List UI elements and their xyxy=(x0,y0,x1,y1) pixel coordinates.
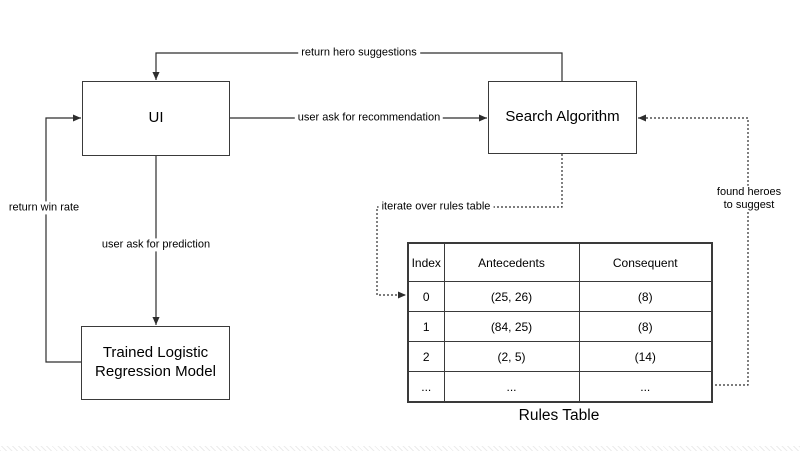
rules-table: Index Antecedents Consequent 0 (25, 26) … xyxy=(407,242,713,403)
canvas-edge-hatch xyxy=(0,446,800,451)
edge-return-win-rate xyxy=(45,114,81,363)
trained-model-node: Trained Logistic Regression Model xyxy=(81,326,230,400)
cell-index: 0 xyxy=(407,281,445,312)
table-row: 0 (25, 26) (8) xyxy=(407,281,713,312)
ui-node-label: UI xyxy=(148,109,164,127)
edge-label-iterate-rules-table: iterate over rules table xyxy=(378,200,494,214)
trained-model-node-label: Trained Logistic Regression Model xyxy=(95,344,216,380)
edge-iterate-rules-table xyxy=(376,154,563,299)
cell-antecedents: (84, 25) xyxy=(443,311,580,342)
cell-antecedents: (25, 26) xyxy=(443,281,580,312)
edge-label-return-win-rate: return win rate xyxy=(5,201,83,215)
rules-table-caption: Rules Table xyxy=(518,407,600,424)
rules-table-header-row: Index Antecedents Consequent xyxy=(407,242,713,282)
edge-label-user-ask-recommendation: user ask for recommendation xyxy=(294,111,444,125)
cell-antecedents: (2, 5) xyxy=(443,341,580,372)
cell-index: ... xyxy=(407,371,445,403)
ui-node: UI xyxy=(82,81,230,156)
cell-consequent: ... xyxy=(578,371,713,403)
edge-label-found-heroes-line2: to suggest xyxy=(723,199,775,211)
rules-table-header-consequent: Consequent xyxy=(578,242,713,282)
edge-label-found-heroes-line1: found heroes xyxy=(716,185,782,198)
cell-antecedents: ... xyxy=(443,371,580,403)
search-algorithm-node: Search Algorithm xyxy=(488,81,637,154)
cell-index: 1 xyxy=(407,311,445,342)
search-algorithm-node-label: Search Algorithm xyxy=(505,108,620,126)
rules-table-header-index: Index xyxy=(407,242,445,282)
edge-label-return-hero-suggestions: return hero suggestions xyxy=(298,46,420,60)
table-row: ... ... ... xyxy=(407,371,713,403)
edge-label-found-heroes: found heroes to suggest xyxy=(713,185,785,213)
cell-consequent: (14) xyxy=(578,341,713,372)
edge-label-user-ask-prediction: user ask for prediction xyxy=(98,238,214,252)
cell-consequent: (8) xyxy=(578,281,713,312)
table-row: 1 (84, 25) (8) xyxy=(407,311,713,342)
table-row: 2 (2, 5) (14) xyxy=(407,341,713,372)
cell-consequent: (8) xyxy=(578,311,713,342)
rules-table-header-antecedents: Antecedents xyxy=(443,242,580,282)
cell-index: 2 xyxy=(407,341,445,372)
